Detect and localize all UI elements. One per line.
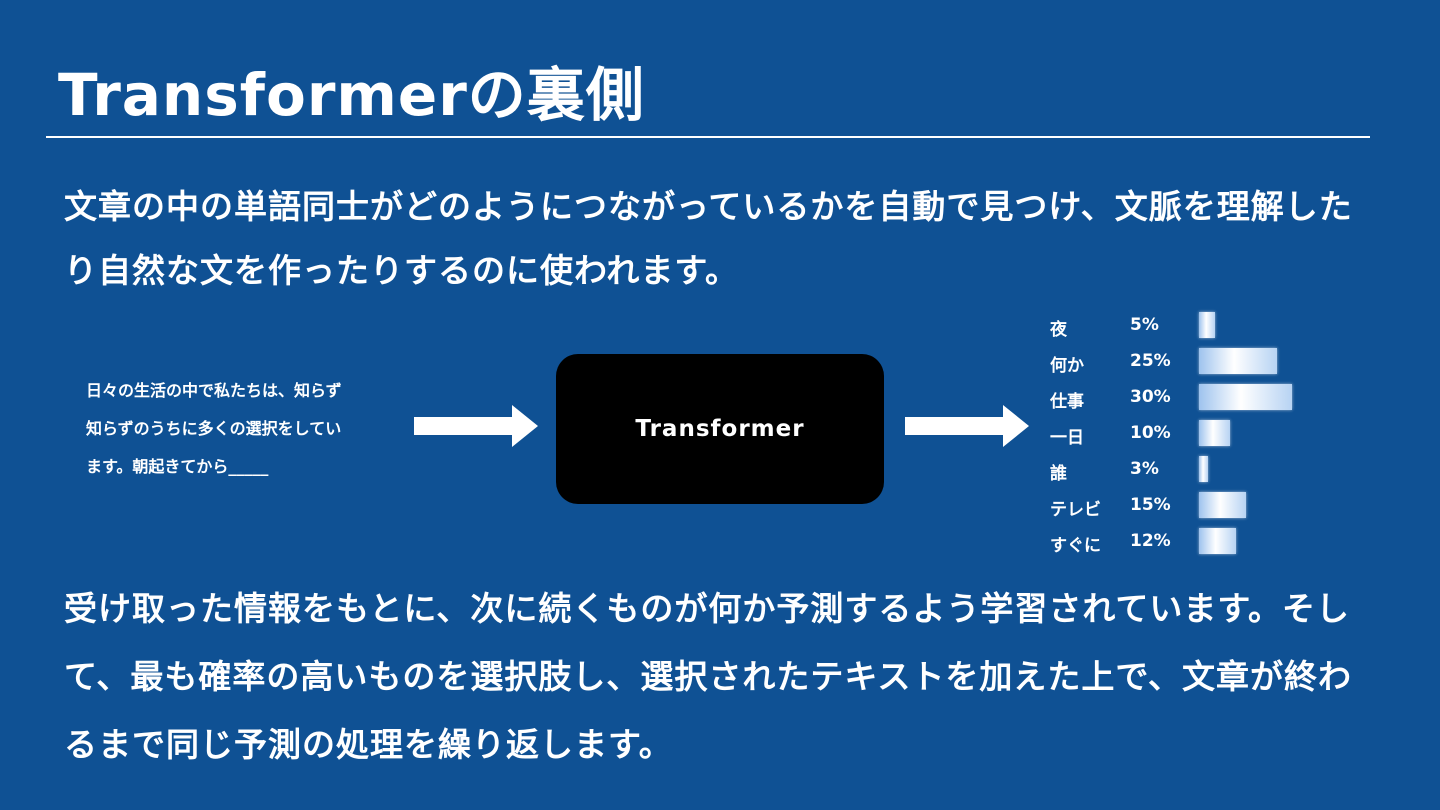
chart-bar	[1199, 528, 1237, 554]
chart-category-label: 何か	[1050, 356, 1084, 376]
explanation-paragraph: 受け取った情報をもとに、次に続くものが何か予測するよう学習されています。そして、…	[64, 589, 1353, 764]
chart-value-label: 30%	[1130, 387, 1171, 407]
intro-paragraph: 文章の中の単語同士がどのようにつながっているかを自動で見つけ、文脈を理解したり自…	[64, 187, 1353, 290]
input-line: ます。朝起きてから_____	[86, 457, 269, 476]
chart-bar	[1199, 492, 1246, 518]
chart-bar	[1199, 348, 1277, 374]
probability-chart: 夜 5% 何か 25% 仕事 30% 一日 10% 誰 3% テレビ 15% すぐに 12%	[1050, 308, 1390, 564]
chart-value-label: 15%	[1130, 495, 1171, 515]
chart-row: すぐに 12%	[1050, 524, 1390, 560]
input-line: 日々の生活の中で私たちは、知らず	[86, 381, 342, 400]
title-divider	[46, 136, 1370, 138]
chart-row: 一日 10%	[1050, 416, 1390, 452]
chart-row: 夜 5%	[1050, 308, 1390, 344]
chart-value-label: 3%	[1130, 459, 1159, 479]
slide-title: Transformerの裏側	[58, 61, 645, 129]
chart-bar	[1199, 384, 1292, 410]
chart-bar	[1199, 420, 1230, 446]
chart-category-label: 一日	[1050, 428, 1084, 448]
chart-row: 仕事 30%	[1050, 380, 1390, 416]
chart-row: テレビ 15%	[1050, 488, 1390, 524]
chart-value-label: 25%	[1130, 351, 1171, 371]
chart-category-label: 仕事	[1050, 392, 1084, 412]
chart-value-label: 10%	[1130, 423, 1171, 443]
chart-value-label: 12%	[1130, 531, 1171, 551]
output-arrow-icon	[905, 405, 1029, 447]
chart-row: 何か 25%	[1050, 344, 1390, 380]
input-arrow-icon	[414, 405, 538, 447]
chart-bar	[1199, 312, 1215, 338]
input-text-block: 日々の生活の中で私たちは、知らず 知らずのうちに多くの選択をしてい ます。朝起き…	[86, 372, 416, 486]
chart-value-label: 5%	[1130, 315, 1159, 335]
chart-category-label: 誰	[1050, 464, 1067, 484]
chart-category-label: 夜	[1050, 320, 1067, 340]
transformer-model-box: Transformer	[556, 354, 884, 504]
chart-category-label: すぐに	[1050, 536, 1101, 556]
chart-bar	[1199, 456, 1209, 482]
chart-category-label: テレビ	[1050, 500, 1101, 520]
input-line: 知らずのうちに多くの選択をしてい	[86, 419, 342, 438]
chart-row: 誰 3%	[1050, 452, 1390, 488]
model-label: Transformer	[635, 416, 805, 442]
